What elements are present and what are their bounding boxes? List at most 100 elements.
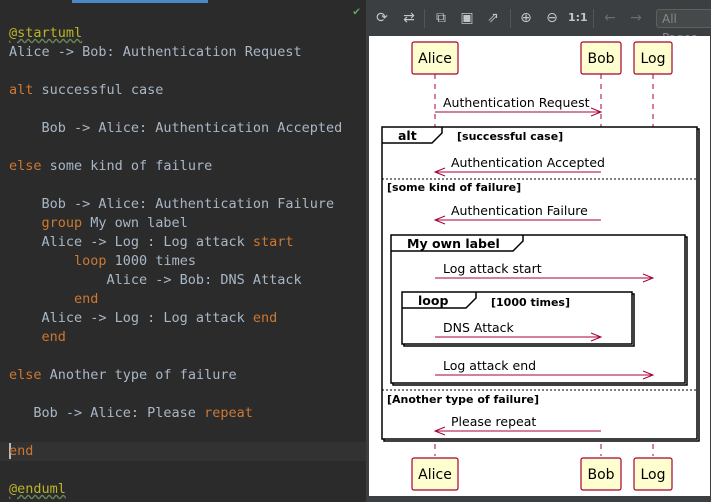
message-label: Log attack end <box>443 358 536 373</box>
zoom-in-icon[interactable]: ⊕ <box>520 10 532 26</box>
code-token: Alice -> Bob: Authentication Request <box>9 44 302 60</box>
arrow-head <box>433 215 446 225</box>
code-line[interactable]: alt successful case <box>9 81 342 100</box>
code-line[interactable]: @enduml <box>9 480 342 499</box>
code-line[interactable]: @startuml <box>9 24 342 43</box>
arrow-head <box>590 332 603 342</box>
arrow-head <box>433 426 446 436</box>
code-line[interactable]: Alice -> Bob: DNS Attack <box>9 271 342 290</box>
participant-box-top <box>411 41 459 75</box>
group-frame-tab <box>391 235 524 252</box>
code-line[interactable]: end <box>9 328 342 347</box>
participant-box-bottom <box>411 457 459 491</box>
sync-icon[interactable]: ⇄ <box>403 10 415 26</box>
arrow-head <box>642 370 655 380</box>
copy-icon[interactable]: ⧉ <box>436 10 446 26</box>
keyword-token: else <box>9 158 42 174</box>
code-line[interactable]: else Another type of failure <box>9 366 342 385</box>
code-token: successful case <box>33 82 164 98</box>
code-line[interactable]: else some kind of failure <box>9 157 342 176</box>
code-line[interactable]: Bob -> Alice: Authentication Failure <box>9 195 342 214</box>
loop-frame-label: loop <box>418 293 448 308</box>
code-line[interactable] <box>9 385 342 404</box>
splitter[interactable] <box>366 0 368 502</box>
else-condition: [Another type of failure] <box>387 393 539 406</box>
message-label: Authentication Request <box>443 95 590 110</box>
alt-frame-tab <box>382 127 443 144</box>
keyword-token: repeat <box>204 405 253 421</box>
participant-box-top <box>633 41 673 75</box>
participant-label: Log <box>640 51 665 67</box>
code-token: My own label <box>82 215 188 231</box>
participant-label: Bob <box>587 51 614 67</box>
code-line[interactable]: end <box>9 290 342 309</box>
code-token: some kind of failure <box>41 158 213 174</box>
code-line[interactable]: group My own label <box>9 214 342 233</box>
message-label: Authentication Accepted <box>451 155 605 170</box>
code-token: Bob -> Alice: Please <box>9 405 205 421</box>
sequence-diagram: alt[successful case][some kind of failur… <box>381 41 700 491</box>
toolbar-separator <box>424 9 425 28</box>
next-page-icon[interactable]: → <box>630 10 642 26</box>
code-token: Alice -> Bob: DNS Attack <box>9 272 302 288</box>
code-line[interactable]: Alice -> Bob: Authentication Request <box>9 43 342 62</box>
code-token: Bob -> Alice: Authentication Accepted <box>9 120 343 136</box>
prev-page-icon[interactable]: ← <box>604 10 616 26</box>
code-line[interactable]: Bob -> Alice: Please repeat <box>9 404 342 423</box>
code-line[interactable]: Alice -> Log : Log attack end <box>9 309 342 328</box>
code-line[interactable]: loop 1000 times <box>9 252 342 271</box>
save-icon[interactable]: ▣ <box>460 10 474 26</box>
message-label: Authentication Failure <box>451 203 588 218</box>
keyword-token: end <box>252 310 278 326</box>
keyword-token: else <box>9 367 42 383</box>
code-line[interactable] <box>9 100 342 119</box>
diagram-preview-panel: ⟳ ⇄ ⧉ ▣ ⇗ ⊕ ⊖ 1:1 ← → All Pages alt[succ… <box>368 0 711 502</box>
text-caret <box>9 443 11 459</box>
code-line[interactable]: Bob -> Alice: Authentication Accepted <box>9 119 343 138</box>
arrow-head <box>642 273 655 283</box>
directive-token: @enduml <box>9 481 66 497</box>
keyword-token: start <box>252 234 294 250</box>
code-token <box>9 253 74 269</box>
inspection-ok-icon[interactable]: ✔ <box>353 4 361 18</box>
code-line[interactable] <box>9 138 342 157</box>
zoom-out-icon[interactable]: ⊖ <box>546 10 558 26</box>
keyword-token: alt <box>9 82 34 98</box>
loop-frame <box>401 291 633 345</box>
participant-box-bottom <box>633 457 673 491</box>
participant-label: Log <box>640 467 665 483</box>
page-selector[interactable]: All Pages <box>656 9 711 45</box>
refresh-icon[interactable]: ⟳ <box>376 10 388 26</box>
code-token: 1000 times <box>106 253 196 269</box>
code-token <box>9 329 42 345</box>
directive-token: @startuml <box>9 25 83 41</box>
code-token: Bob -> Alice: Authentication Failure <box>9 196 335 212</box>
toolbar-separator <box>593 9 594 28</box>
participant-box-bottom <box>580 457 622 491</box>
open-external-icon[interactable]: ⇗ <box>487 10 499 26</box>
keyword-token: end <box>9 443 34 459</box>
code-line[interactable] <box>9 461 342 480</box>
code-line[interactable] <box>9 423 342 442</box>
code-token <box>9 215 42 231</box>
participant-label: Alice <box>418 51 452 67</box>
else-condition: [some kind of failure] <box>387 181 521 194</box>
message-label: DNS Attack <box>443 320 515 335</box>
code-line[interactable]: end <box>9 442 342 461</box>
code-line[interactable] <box>9 62 342 81</box>
code-line[interactable]: Alice -> Log : Log attack start <box>9 233 342 252</box>
message-label: Please repeat <box>451 414 536 429</box>
loop-condition: [1000 times] <box>491 296 570 309</box>
preview-toolbar: ⟳ ⇄ ⧉ ▣ ⇗ ⊕ ⊖ 1:1 ← → All Pages <box>368 0 711 45</box>
code-line[interactable] <box>9 176 342 195</box>
keyword-token: end <box>41 329 66 345</box>
code-token <box>9 291 74 307</box>
code-line[interactable] <box>9 347 342 366</box>
active-tab-indicator <box>72 0 208 3</box>
actual-size-icon[interactable]: 1:1 <box>568 11 588 24</box>
keyword-token: end <box>74 291 99 307</box>
